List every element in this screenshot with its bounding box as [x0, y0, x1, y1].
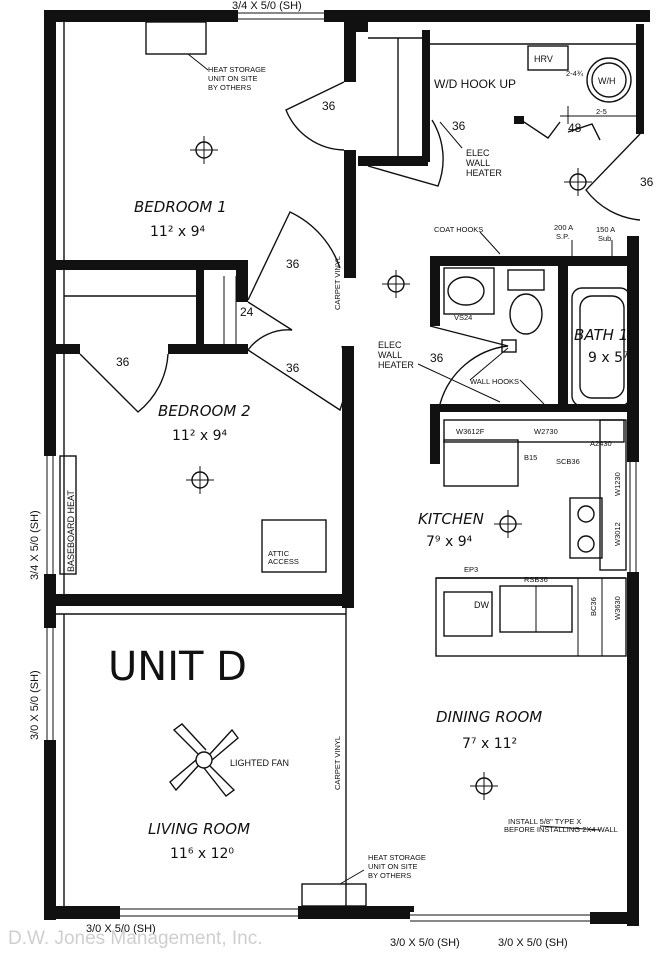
ceiling-light-icon: [494, 510, 522, 538]
door-size-mech: 48: [568, 121, 582, 135]
window-label-bottom-right-2: 3/0 X 5/0 (SH): [498, 937, 568, 949]
carpet-vinyl-label-lower: CARPET VINYL: [333, 736, 342, 790]
bedroom2-dimensions: 11² x 9⁴: [172, 428, 228, 444]
ceiling-fan-icon: [169, 723, 239, 797]
cabinet-rsb36: RSB36: [524, 575, 548, 584]
cabinet-w3630: W3630: [613, 596, 622, 620]
ceiling-light-icon: [382, 270, 410, 298]
kitchen-label: KITCHEN: [418, 510, 484, 528]
coat-hooks-label: COAT HOOKS: [434, 225, 483, 234]
door-size-bedroom1: 36: [322, 99, 336, 113]
cabinet-w3612f: W3612F: [456, 427, 485, 436]
cabinet-bc36: BC36: [589, 597, 598, 616]
lighted-fan-label: LIGHTED FAN: [230, 758, 289, 768]
dining-room-dimensions: 7⁷ x 11²: [462, 736, 517, 752]
door-size-laundry: 36: [452, 119, 466, 133]
bath-fixtures: [443, 267, 631, 407]
hrv-label: HRV: [534, 54, 553, 64]
bath-label: BATH 1: [574, 326, 628, 344]
leader-lines: [187, 53, 613, 885]
misc-boxes: [59, 21, 367, 907]
bedroom1-label: BEDROOM 1: [134, 198, 227, 216]
ceiling-light-icon: [470, 772, 498, 800]
washer-dryer-label: W/D HOOK UP: [434, 77, 516, 91]
kitchen-dimensions: 7⁹ x 9⁴: [426, 534, 473, 550]
door-size-linen: 24: [240, 305, 254, 319]
ceiling-light-icon: [190, 136, 218, 164]
dining-room-label: DINING ROOM: [436, 708, 542, 726]
door-size-bedroom2-closet: 36: [116, 355, 130, 369]
kitchen-cabinets: [435, 419, 627, 657]
ceiling-light-icon: [186, 466, 214, 494]
closet-rods: [223, 276, 237, 350]
living-room-label: LIVING ROOM: [148, 820, 250, 838]
ceiling-light-icon: [564, 168, 592, 196]
mechanical: [514, 45, 640, 124]
cabinet-b15: B15: [524, 453, 537, 462]
cabinet-w2730: W2730: [534, 427, 558, 436]
cabinet-a2430: A2430: [590, 439, 612, 448]
door-size-bedroom1-side: 36: [286, 257, 300, 271]
dimension-246: 2-4¾: [566, 69, 584, 78]
cabinet-w1230: W1230: [613, 472, 622, 496]
carpet-vinyl-label-upper: CARPET VINYL: [333, 256, 342, 310]
cabinet-ep3: EP3: [464, 565, 478, 574]
window-openings: [44, 10, 639, 924]
wall-hooks-label: WALL HOOKS: [470, 377, 519, 386]
water-heater-label: W/H: [598, 76, 616, 86]
dishwasher-label: DW: [474, 600, 489, 610]
door-size-bath: 36: [430, 351, 444, 365]
window-label-left-lower: 3/0 X 5/0 (SH): [29, 670, 41, 740]
window-label-top: 3/4 X 5/0 (SH): [232, 0, 302, 12]
bath-dimensions: 9 x 5⁷: [588, 350, 629, 366]
cabinet-scb36: SCB36: [556, 457, 580, 466]
window-label-bottom-right-1: 3/0 X 5/0 (SH): [390, 937, 460, 949]
door-swings: [79, 81, 641, 413]
watermark-text: D.W. Jones Management, Inc.: [8, 928, 263, 949]
partition-lines: [56, 22, 640, 906]
door-size-entry: 36: [640, 175, 654, 189]
cabinet-w3012: W3012: [613, 522, 622, 546]
window-label-left-upper: 3/4 X 5/0 (SH): [29, 510, 41, 580]
vanity-label: VS24: [454, 313, 472, 322]
living-room-dimensions: 11⁶ x 12⁰: [170, 846, 234, 862]
bedroom2-label: BEDROOM 2: [158, 402, 251, 420]
window-label-bottom-left: 3/0 X 5/0 (SH): [86, 923, 156, 935]
unit-label: UNIT D: [108, 644, 247, 690]
bedroom1-dimensions: 11² x 9⁴: [150, 224, 206, 240]
door-size-bedroom2: 36: [286, 361, 300, 375]
dimension-25: 2-5: [596, 107, 607, 116]
baseboard-heat-label: BASEBOARD HEAT: [66, 490, 76, 572]
interior-walls: [56, 22, 630, 608]
light-fixtures: [186, 136, 592, 800]
